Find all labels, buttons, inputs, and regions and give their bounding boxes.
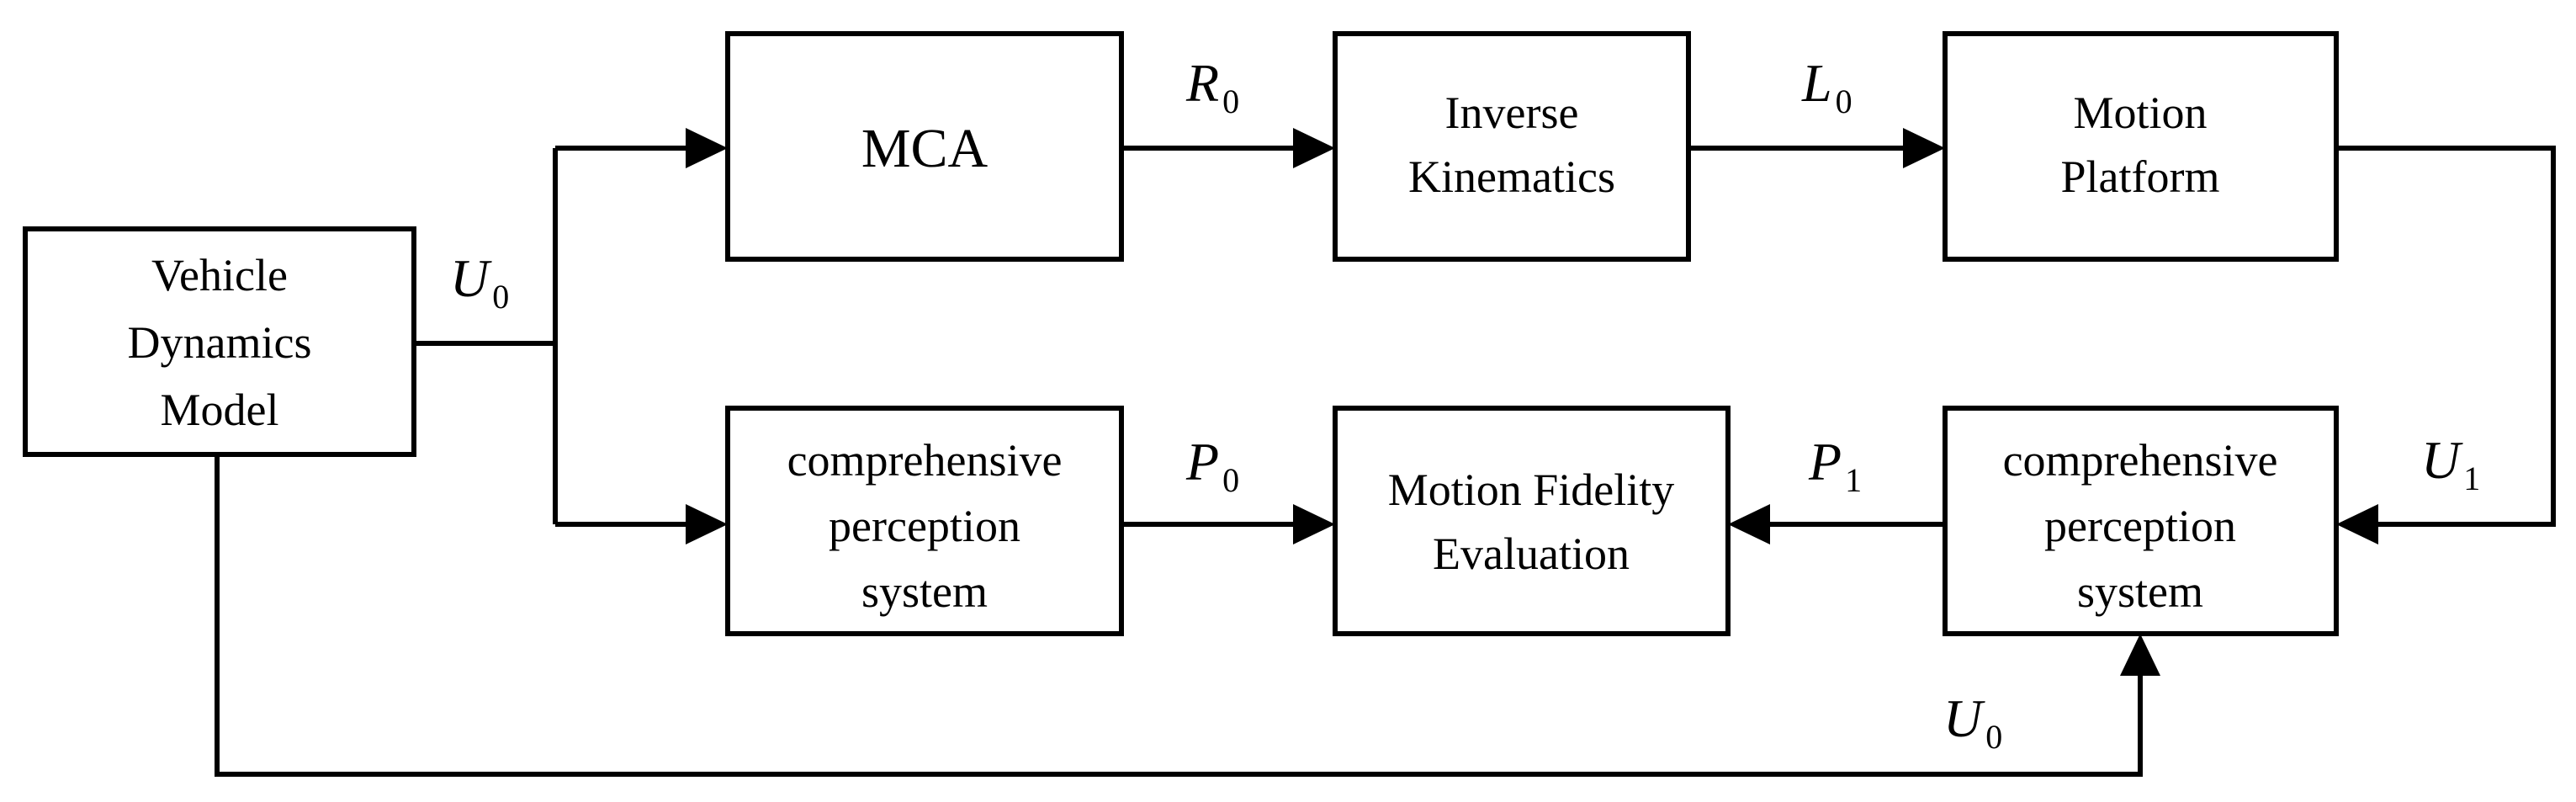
fidelity-line-1: Motion Fidelity <box>1388 465 1675 515</box>
inverse-kinematics-line-2: Kinematics <box>1408 151 1615 202</box>
perception-system-block-top: comprehensive perception system <box>725 406 1124 636</box>
motion-platform-block: Motion Platform <box>1943 31 2339 262</box>
arrow-into-fidelity-right <box>1728 504 1770 544</box>
perception-right-line-1: comprehensive <box>2003 435 2278 486</box>
vehicle-line-1: Vehicle <box>151 250 288 300</box>
wire-vehicle-to-perception-right-bottom <box>215 454 2143 777</box>
perception-top-line-1: comprehensive <box>787 435 1063 486</box>
arrow-into-fidelity-left <box>1293 504 1335 544</box>
perception-top-line-3: system <box>861 566 988 617</box>
vehicle-dynamics-model-block: Vehicle Dynamics Model <box>23 226 416 457</box>
motion-fidelity-evaluation-block: Motion Fidelity Evaluation <box>1333 406 1731 636</box>
arrow-into-inverse-kinematics <box>1293 128 1335 168</box>
perception-system-block-right: comprehensive perception system <box>1943 406 2339 636</box>
vehicle-line-3: Model <box>161 385 279 435</box>
wire-platform-to-perception-right <box>2336 146 2556 527</box>
inverse-kinematics-line-1: Inverse <box>1445 88 1579 138</box>
arrow-into-perception-top <box>686 504 728 544</box>
mca-block: MCA <box>725 31 1124 262</box>
mca-label: MCA <box>861 118 989 179</box>
motion-platform-line-2: Platform <box>2061 151 2220 202</box>
perception-right-line-3: system <box>2077 566 2203 617</box>
arrow-into-perception-right <box>2336 504 2378 544</box>
motion-platform-line-1: Motion <box>2073 88 2207 138</box>
arrow-into-mca <box>686 128 728 168</box>
vehicle-line-2: Dynamics <box>128 317 312 368</box>
arrow-into-perception-right-bottom <box>2120 634 2160 676</box>
fidelity-line-2: Evaluation <box>1433 528 1630 579</box>
inverse-kinematics-block: Inverse Kinematics <box>1333 31 1691 262</box>
perception-right-line-2: perception <box>2044 501 2236 551</box>
perception-top-line-2: perception <box>829 501 1020 551</box>
arrow-into-motion-platform <box>1903 128 1945 168</box>
